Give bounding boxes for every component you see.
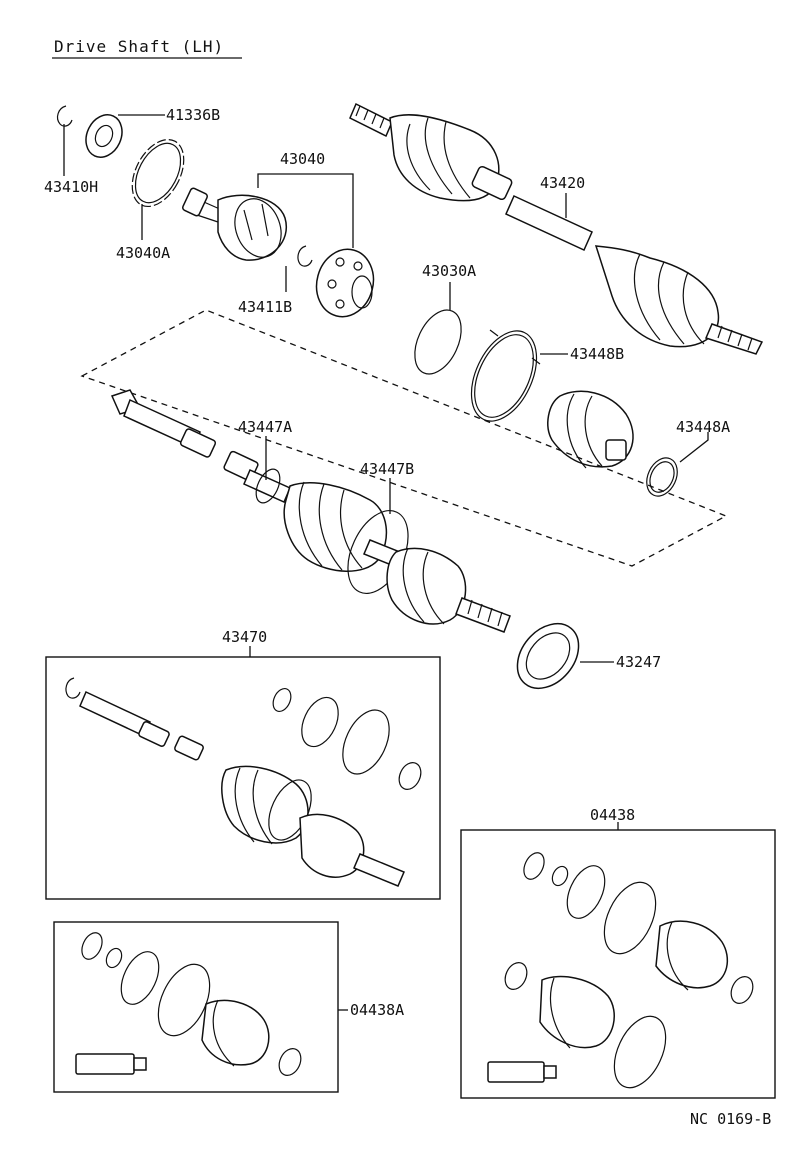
dust-seal-43247[interactable]	[505, 612, 591, 701]
kit-box-04438A	[53, 921, 339, 1093]
leader-43448A	[679, 432, 709, 463]
label-43470[interactable]: 43470	[222, 628, 267, 646]
snap-ring-43410H[interactable]	[56, 105, 73, 127]
dashed-assembly-region	[80, 309, 728, 567]
bracket-43040	[257, 173, 354, 248]
diagram-title: Drive Shaft (LH)	[54, 37, 224, 56]
kit-box-43470	[45, 656, 441, 900]
washer-41336B[interactable]	[79, 109, 128, 163]
label-43030A[interactable]: 43030A	[422, 262, 476, 280]
label-43411B[interactable]: 43411B	[238, 298, 292, 316]
middle-shaft-assembly[interactable]	[110, 389, 511, 633]
label-04438[interactable]: 04438	[590, 806, 635, 824]
kit-43470-parts[interactable]	[65, 677, 425, 887]
axle-shaft-43420[interactable]	[349, 102, 764, 355]
label-41336B[interactable]: 41336B	[166, 106, 220, 124]
snap-ring-43411B[interactable]	[297, 245, 313, 267]
boot-inboard[interactable]	[547, 390, 634, 469]
label-43447A[interactable]: 43447A	[238, 418, 292, 436]
label-43040A[interactable]: 43040A	[116, 244, 170, 262]
ring-43030A[interactable]	[406, 303, 471, 382]
outboard-joint-43040[interactable]	[182, 187, 289, 263]
label-43247[interactable]: 43247	[616, 653, 661, 671]
label-04438A[interactable]: 04438A	[350, 1001, 404, 1019]
label-43448B[interactable]: 43448B	[570, 345, 624, 363]
label-43420[interactable]: 43420	[540, 174, 585, 192]
boot-clamp-43448B[interactable]	[458, 321, 549, 432]
ring-43040A[interactable]	[122, 131, 195, 215]
label-43448A[interactable]: 43448A	[676, 418, 730, 436]
kit-04438-parts[interactable]	[487, 850, 757, 1096]
inner-race-43040[interactable]	[309, 243, 381, 323]
label-43447B[interactable]: 43447B	[360, 460, 414, 478]
diagram-code: NC 0169-B	[690, 1110, 771, 1128]
kit-04438A-parts[interactable]	[75, 930, 305, 1079]
label-43040[interactable]: 43040	[280, 150, 325, 168]
boot-clamp-43448A[interactable]	[641, 453, 683, 501]
label-43410H[interactable]: 43410H	[44, 178, 98, 196]
